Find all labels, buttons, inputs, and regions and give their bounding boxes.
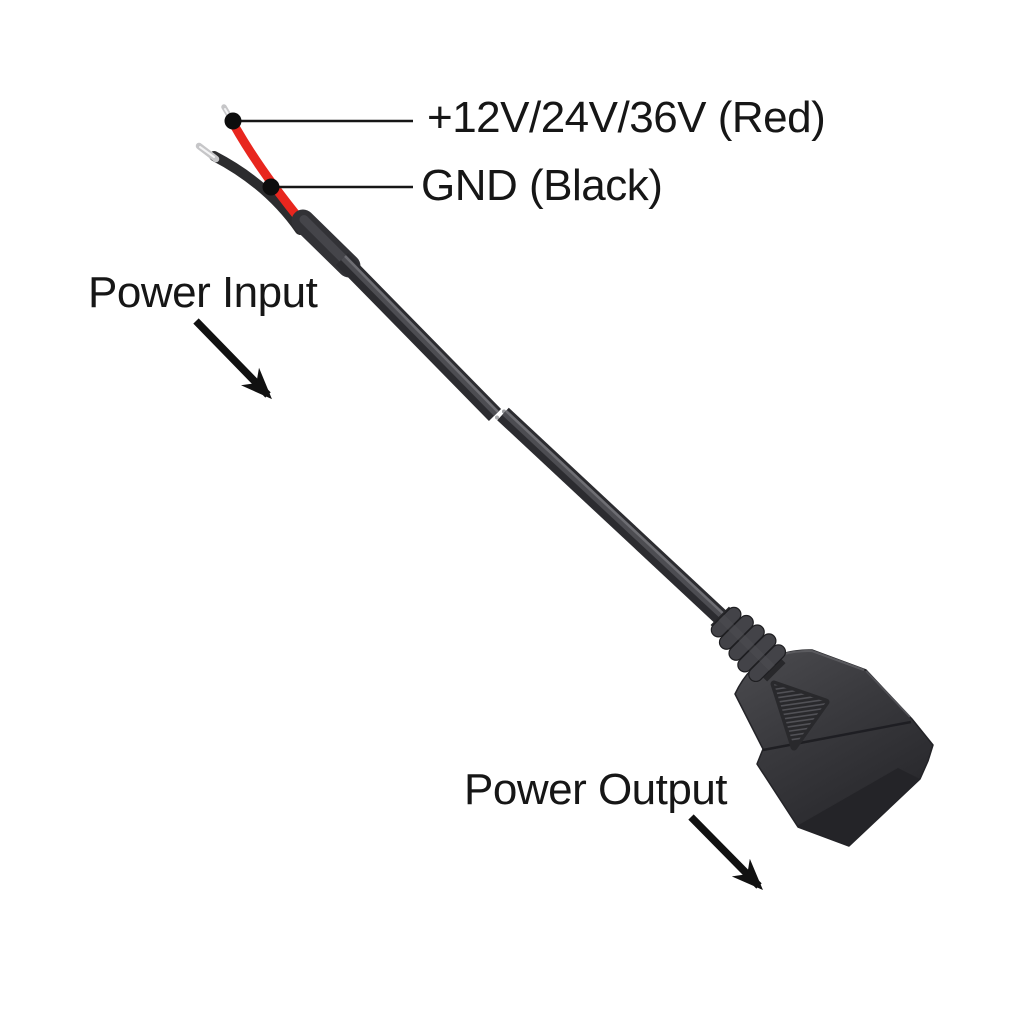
power-cable: [291, 209, 732, 629]
label-power-output: Power Output: [464, 765, 728, 814]
strain-relief-ribs: [710, 606, 787, 683]
connector-step-edge: [762, 720, 912, 752]
obd-connector: [710, 606, 934, 847]
callout-dot-gnd: [262, 178, 280, 196]
label-gnd-wire: GND (Black): [421, 161, 663, 210]
callout-dot-red: [224, 112, 242, 130]
cable-jacket-opening: [291, 209, 361, 278]
label-power-input: Power Input: [88, 268, 318, 317]
power-output-arrow-icon: [688, 814, 763, 891]
cable-segment-upper: [335, 253, 502, 421]
connector-right-edge-highlight: [865, 670, 911, 718]
red-wire: [228, 118, 307, 227]
power-input-wires: [195, 104, 307, 235]
cable-segment-lower: [497, 407, 732, 629]
black-wire-bare-tip: [195, 142, 220, 163]
connector-plug-bottom-face: [797, 768, 920, 845]
label-red-wire-voltage: +12V/24V/36V (Red): [427, 93, 826, 142]
callout-annotations: [233, 119, 413, 189]
power-input-arrow-icon: [193, 318, 272, 400]
